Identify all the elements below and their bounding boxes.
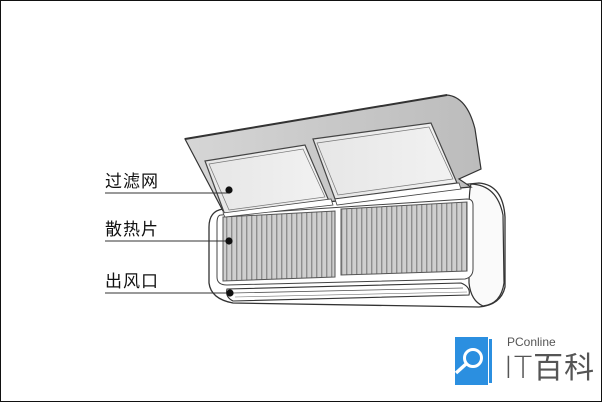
heat-sink-fins (222, 201, 468, 282)
label-heat-sink: 散热片 (105, 220, 159, 240)
label-air-outlet: 出风口 (105, 272, 159, 292)
label-filter: 过滤网 (105, 172, 159, 192)
callout-dots (225, 186, 234, 297)
logo-search-icon (454, 337, 492, 385)
air-outlet-louver (226, 282, 470, 302)
leader-lines (105, 192, 229, 294)
logo-brand-small: PConline (507, 335, 556, 349)
logo-brand-big: IT百科 (504, 351, 596, 386)
filters (204, 122, 462, 218)
